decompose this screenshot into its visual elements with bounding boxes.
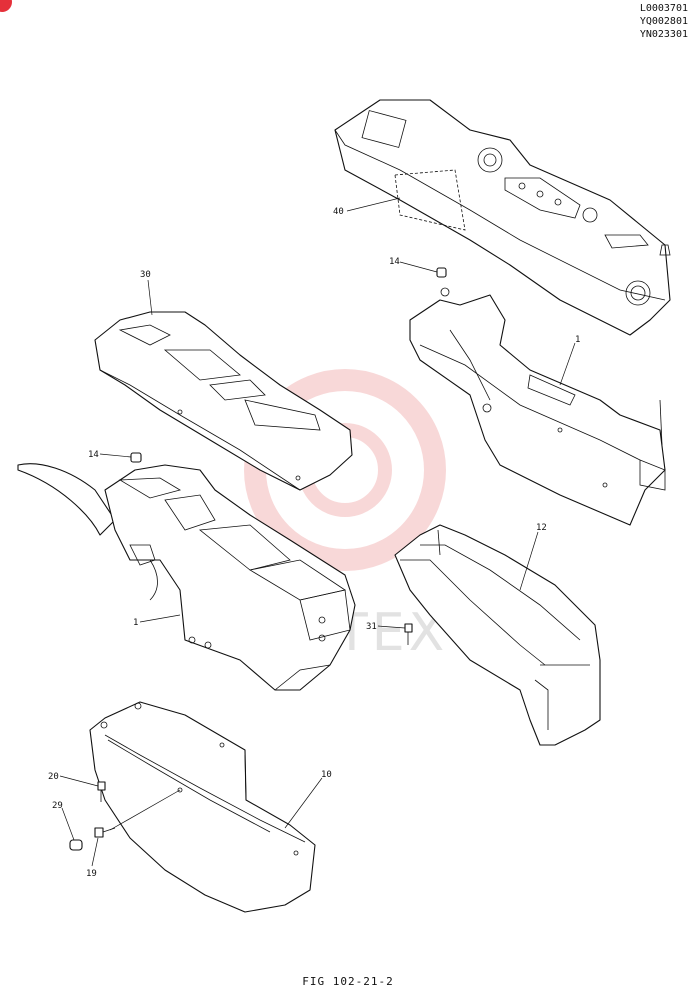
corner-badge bbox=[0, 0, 12, 12]
doc-code: L0003701 bbox=[639, 3, 688, 14]
callout-1: 1 bbox=[575, 335, 580, 345]
part-40-upper-panel bbox=[334, 99, 671, 336]
callout-30: 30 bbox=[140, 270, 151, 280]
doc-code: YN023301 bbox=[639, 29, 688, 40]
part-1-frame-left bbox=[17, 463, 356, 691]
callout-31: 31 bbox=[366, 622, 377, 632]
callout-14: 14 bbox=[389, 257, 400, 267]
callout-1: 1 bbox=[133, 618, 138, 628]
leader-lines bbox=[59, 197, 576, 867]
part-12-side-panel bbox=[394, 524, 601, 746]
part-30-console-cover bbox=[94, 311, 353, 491]
callout-19: 19 bbox=[86, 869, 97, 879]
part-10-lower-cover bbox=[89, 701, 316, 913]
callout-29: 29 bbox=[52, 801, 63, 811]
part-19-screw bbox=[94, 827, 116, 838]
callout-20: 20 bbox=[48, 772, 59, 782]
callouts: 40 14 1 30 14 1 12 31 20 10 29 19 bbox=[48, 207, 580, 879]
part-1-frame-right bbox=[409, 287, 666, 526]
callout-12: 12 bbox=[536, 523, 547, 533]
part-29-cap bbox=[69, 839, 83, 851]
document-codes: L0003701 YQ002801 YN023301 bbox=[640, 2, 688, 41]
part-14-nut-left bbox=[130, 452, 142, 463]
doc-code: YQ002801 bbox=[639, 16, 688, 27]
callout-14: 14 bbox=[88, 450, 99, 460]
part-14-nut-top bbox=[436, 267, 447, 278]
callout-40: 40 bbox=[333, 207, 344, 217]
callout-10: 10 bbox=[321, 770, 332, 780]
watermark-gear bbox=[244, 369, 446, 571]
figure-caption: FIG 102-21-2 bbox=[302, 975, 394, 988]
